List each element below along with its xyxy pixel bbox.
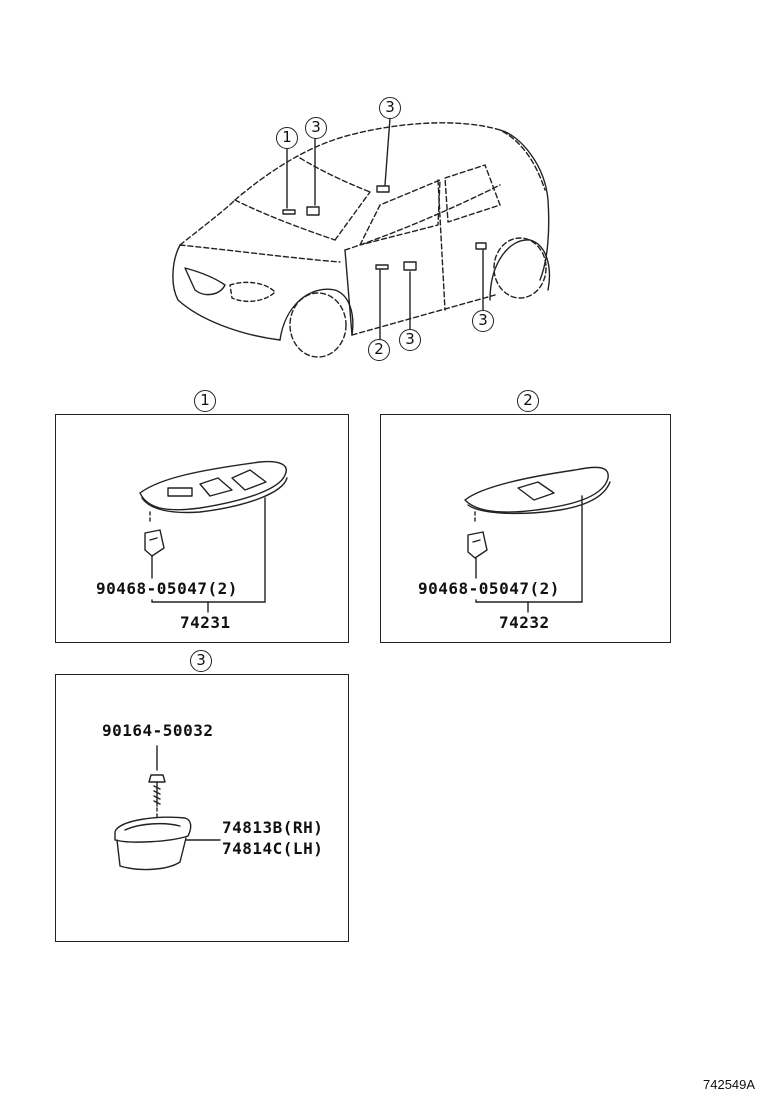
clip-drawing-panel2 (467, 531, 488, 559)
callout-3-rear-handle: 3 (399, 329, 421, 351)
panel-2-header-callout: 2 (517, 390, 539, 412)
callout-3-rear-handle-2: 3 (472, 310, 494, 332)
panel-2-screw-part-number: 90468-05047(2) (418, 579, 560, 598)
switch-base-drawing-74231 (139, 460, 288, 523)
panel-3-handle-rh-part-number: 74813B(RH) (222, 818, 324, 837)
panel-2-frame (380, 414, 671, 643)
panel1-leaders (151, 497, 266, 613)
figure-code: 742549A (703, 1077, 756, 1092)
clip-drawing-panel1 (144, 529, 165, 557)
car-illustration (172, 122, 551, 358)
callout-1-driver-switch: 1 (276, 127, 298, 149)
panel-1-screw-part-number: 90468-05047(2) (96, 579, 238, 598)
panel2-leaders (475, 495, 583, 613)
switch-base-drawing-74232 (464, 466, 611, 525)
panel-1-switch-base-part-number: 74231 (180, 613, 231, 632)
callout-3-front-handle-lh: 3 (305, 117, 327, 139)
panel-3-handle-lh-part-number: 74814C(LH) (222, 839, 324, 858)
panel-3-frame (55, 674, 349, 942)
panel-2-switch-base-part-number: 74232 (499, 613, 550, 632)
panel-1-header-callout: 1 (194, 390, 216, 412)
panel-3-screw-part-number: 90164-50032 (102, 721, 214, 740)
panel-3-header-callout: 3 (190, 650, 212, 672)
car-callout-leaders (286, 117, 484, 340)
callout-2-passenger-switch: 2 (368, 339, 390, 361)
door-handle-bezel-drawing (114, 816, 221, 871)
screw-drawing-panel3 (148, 745, 166, 819)
callout-3-front-handle-rh: 3 (379, 97, 401, 119)
panel-1-frame (55, 414, 349, 643)
